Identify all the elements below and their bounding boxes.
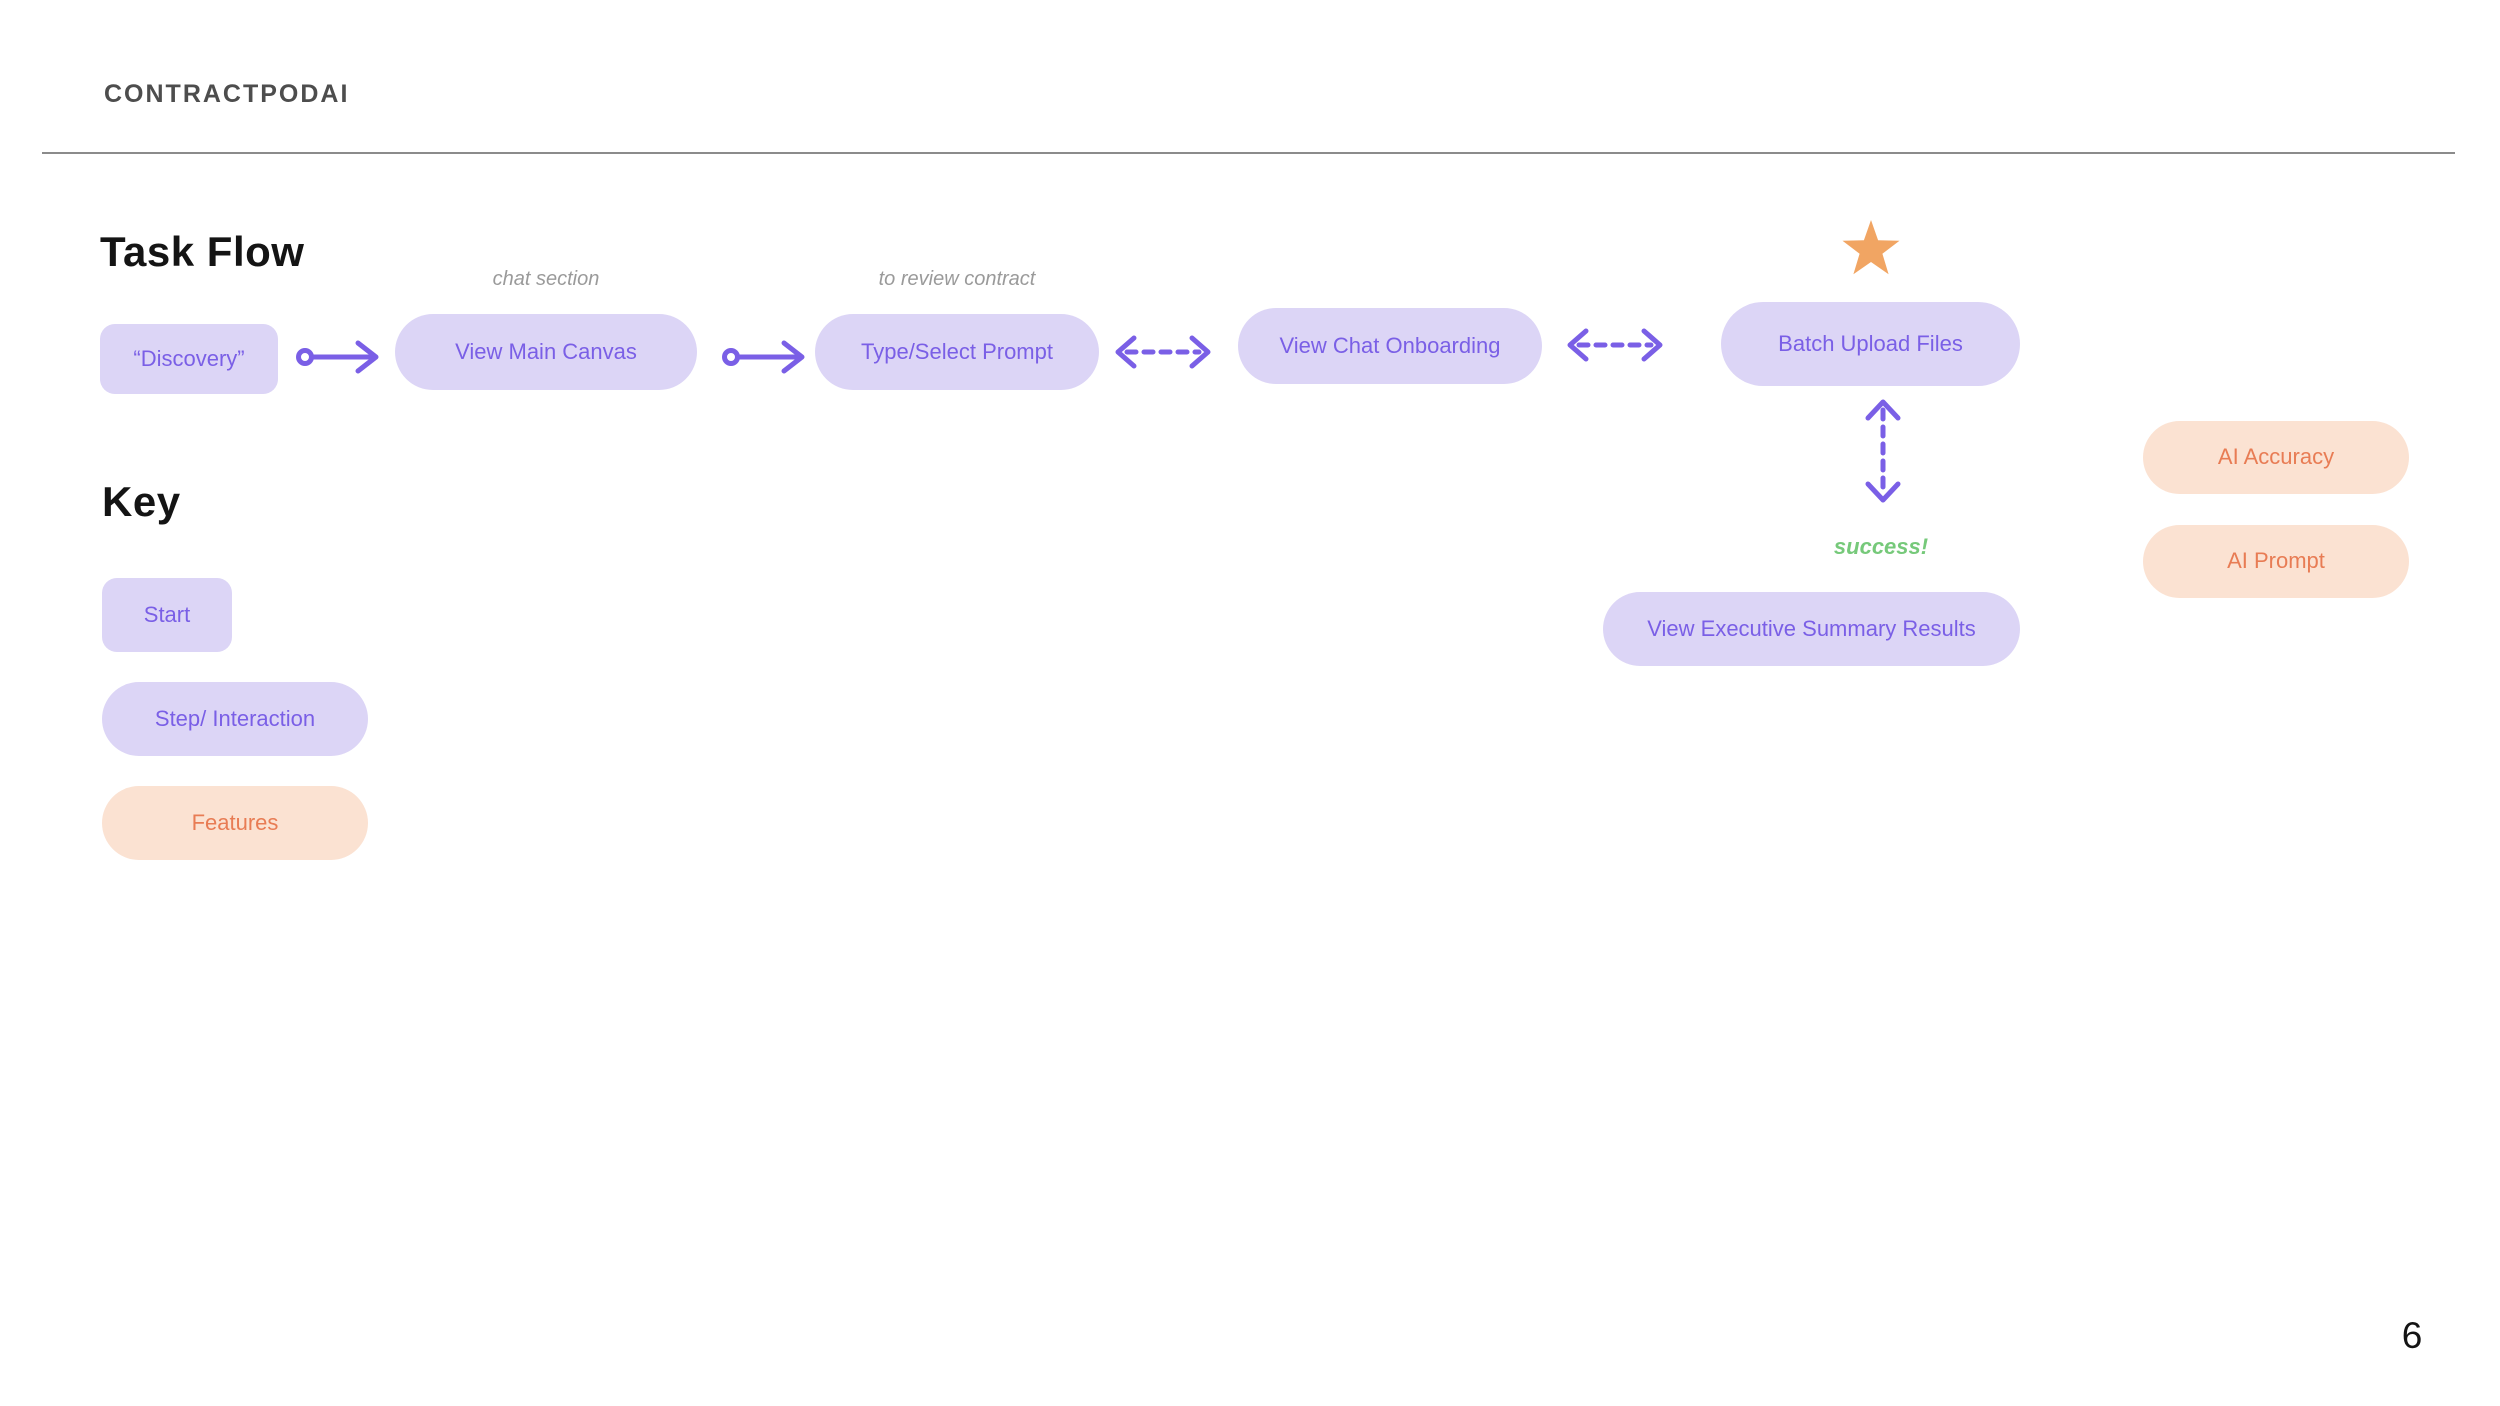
key-item-features: Features [102,786,368,860]
flow-node-view-chat-onboarding: View Chat Onboarding [1238,308,1542,384]
solid-arrow-icon [722,337,814,382]
flow-node-view-executive-summary-results: View Executive Summary Results [1603,592,2020,666]
key-item-step-interaction: Step/ Interaction [102,682,368,756]
brand-title: CONTRACTPODAI [104,80,350,108]
badge-ai-prompt: AI Prompt [2143,525,2409,598]
solid-arrow-icon [296,337,388,382]
annotation-to-review-contract: to review contract [878,268,1036,290]
flow-node-type-select-prompt: Type/Select Prompt [815,314,1099,390]
task-flow-title: Task Flow [100,228,305,275]
header-divider [42,152,2455,154]
star-icon [1841,218,1901,283]
flow-node-batch-upload-files: Batch Upload Files [1721,302,2020,386]
flow-node-view-main-canvas: View Main Canvas [395,314,697,390]
page-number: 6 [2401,1315,2423,1356]
dashed-double-arrow-icon [1562,325,1668,370]
success-label: success! [1833,534,1929,559]
dashed-double-arrow-vertical-icon [1863,396,1903,511]
flow-node-discovery: “Discovery” [100,324,278,394]
key-item-start: Start [102,578,232,652]
annotation-chat-section: chat section [492,268,600,290]
badge-ai-accuracy: AI Accuracy [2143,421,2409,494]
dashed-double-arrow-icon [1110,332,1216,377]
key-title: Key [102,478,181,525]
